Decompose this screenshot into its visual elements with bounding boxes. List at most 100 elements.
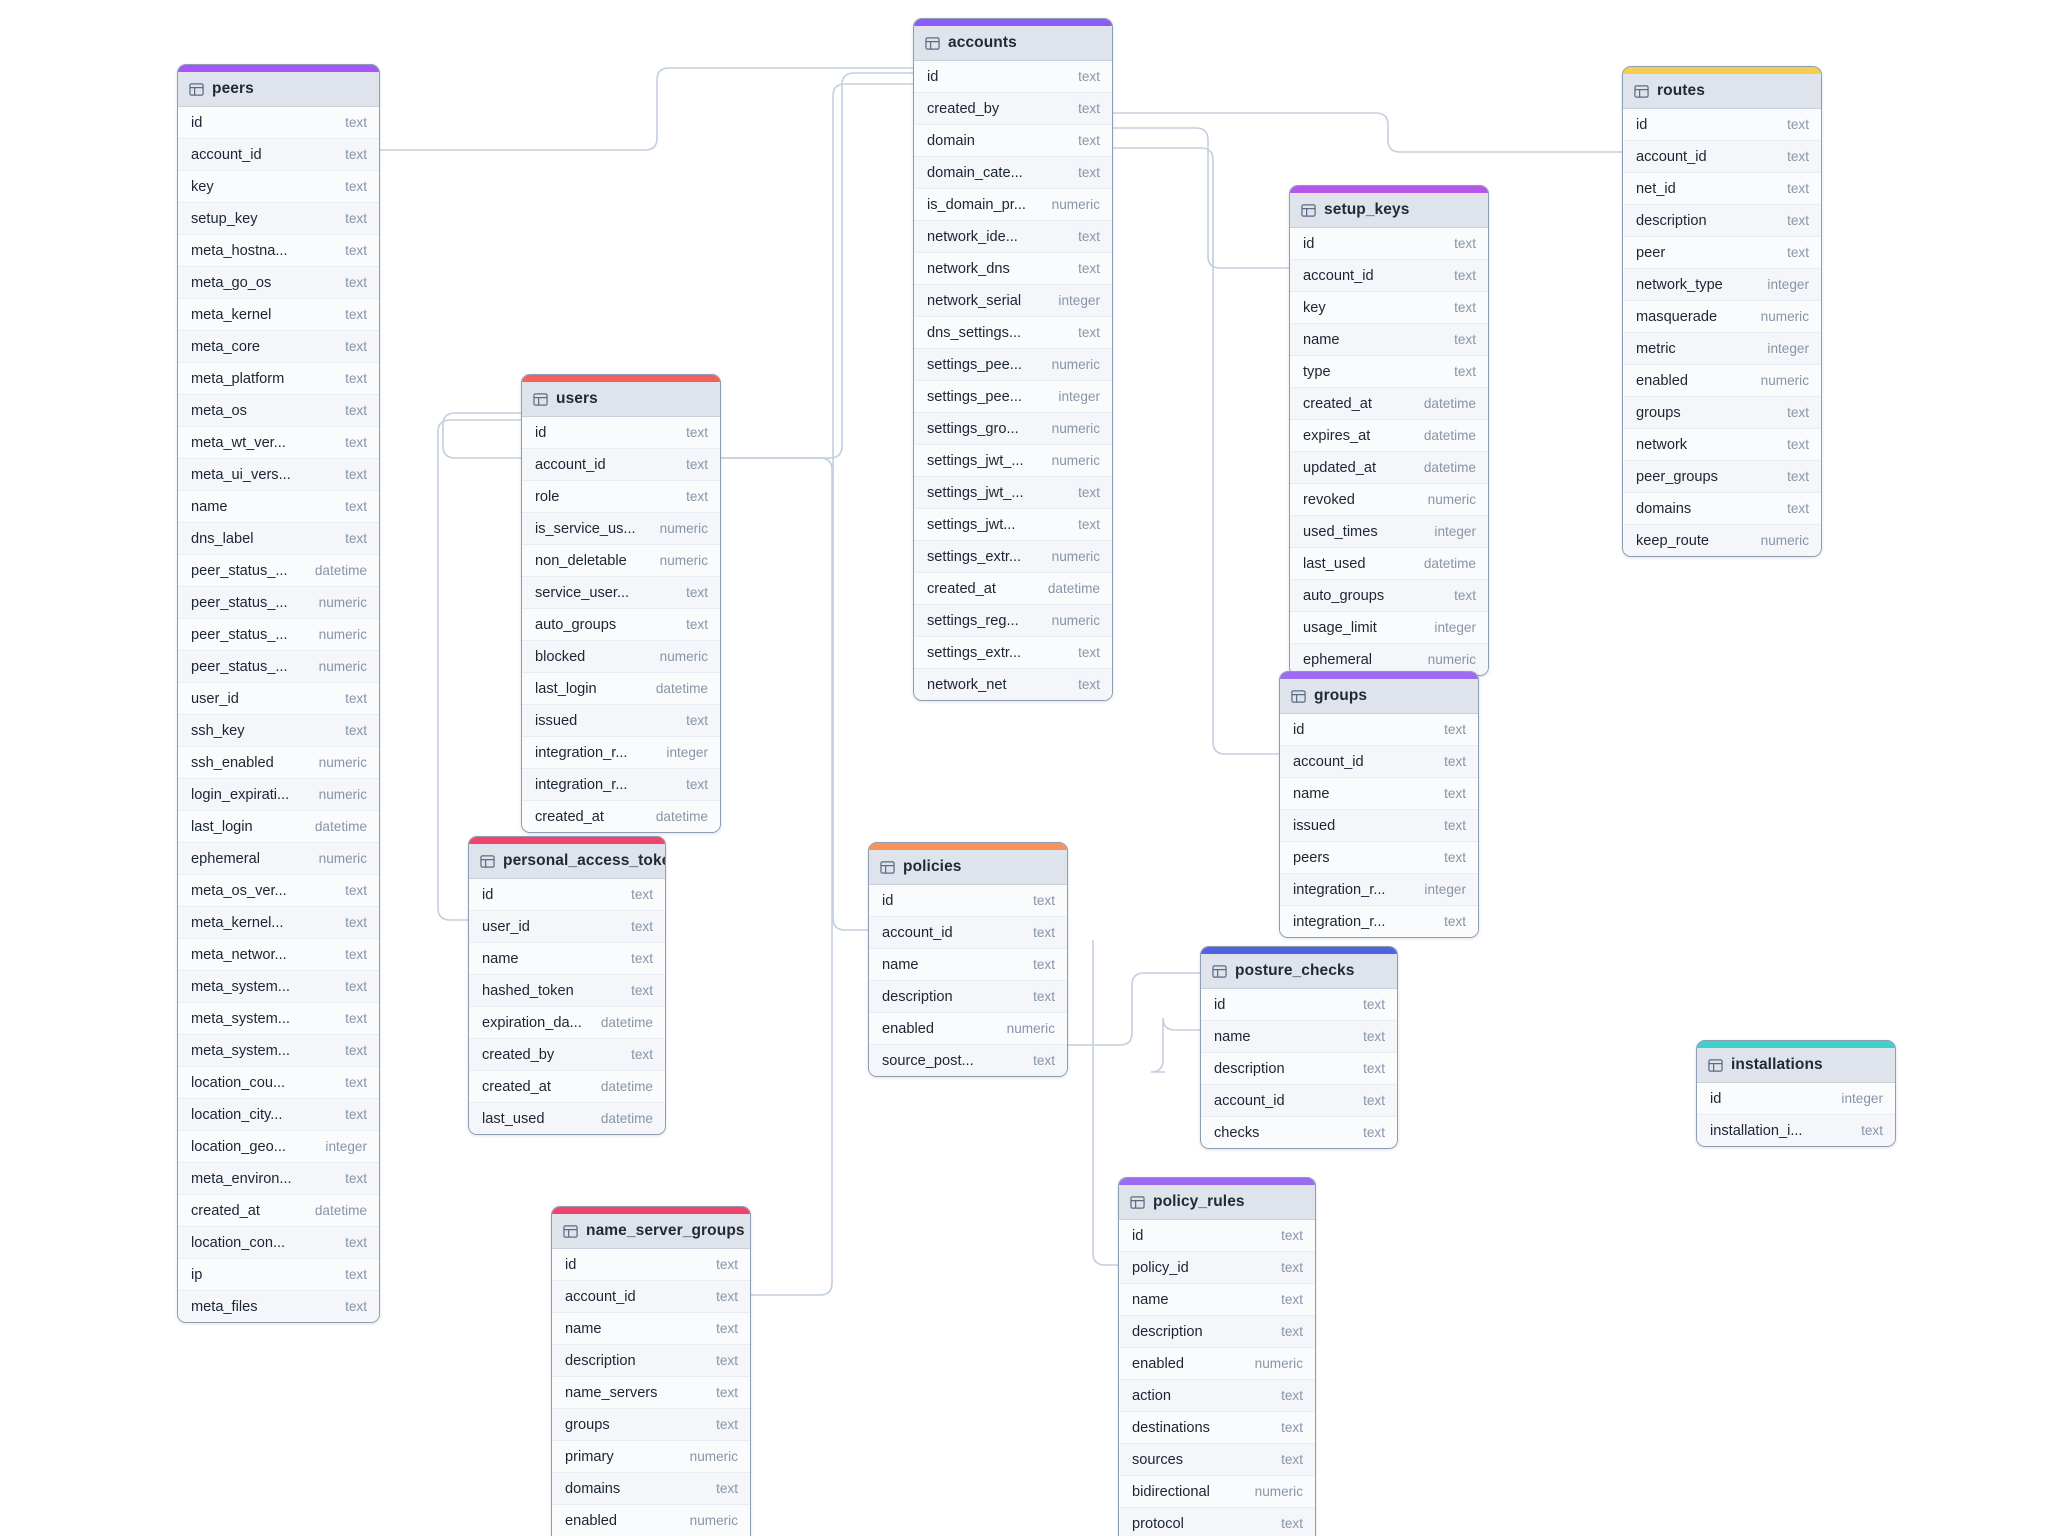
table-row[interactable]: peer_status_...numeric bbox=[178, 587, 379, 619]
table-header-setup_keys[interactable]: setup_keys bbox=[1290, 193, 1488, 228]
table-header-posture_checks[interactable]: posture_checks bbox=[1201, 954, 1397, 989]
table-row[interactable]: integration_r...text bbox=[1280, 906, 1478, 937]
table-header-policy_rules[interactable]: policy_rules bbox=[1119, 1185, 1315, 1220]
table-row[interactable]: is_domain_pr...numeric bbox=[914, 189, 1112, 221]
table-row[interactable]: meta_ui_vers...text bbox=[178, 459, 379, 491]
table-row[interactable]: settings_jwt...text bbox=[914, 509, 1112, 541]
table-header-accounts[interactable]: accounts bbox=[914, 26, 1112, 61]
table-row[interactable]: location_con...text bbox=[178, 1227, 379, 1259]
table-row[interactable]: meta_system...text bbox=[178, 971, 379, 1003]
table-row[interactable]: meta_networ...text bbox=[178, 939, 379, 971]
table-header-groups[interactable]: groups bbox=[1280, 679, 1478, 714]
table-row[interactable]: settings_pee...numeric bbox=[914, 349, 1112, 381]
table-row[interactable]: source_post...text bbox=[869, 1045, 1067, 1076]
table-row[interactable]: peer_status_...datetime bbox=[178, 555, 379, 587]
table-row[interactable]: meta_wt_ver...text bbox=[178, 427, 379, 459]
table-row[interactable]: is_service_us...numeric bbox=[522, 513, 720, 545]
table-row[interactable]: settings_extr...numeric bbox=[914, 541, 1112, 573]
table-row[interactable]: login_expirati...numeric bbox=[178, 779, 379, 811]
table-row[interactable]: network_ide...text bbox=[914, 221, 1112, 253]
table-row[interactable]: integration_r...integer bbox=[1280, 874, 1478, 906]
table-row[interactable]: integration_r...integer bbox=[522, 737, 720, 769]
table-header-name_server_groups[interactable]: name_server_groups bbox=[552, 1214, 750, 1249]
table-header-users[interactable]: users bbox=[522, 382, 720, 417]
table-row[interactable]: dns_settings...text bbox=[914, 317, 1112, 349]
table-header-routes[interactable]: routes bbox=[1623, 74, 1821, 109]
table-row[interactable]: meta_environ...text bbox=[178, 1163, 379, 1195]
table-row[interactable]: meta_os_ver...text bbox=[178, 875, 379, 907]
table-row[interactable]: installation_i...text bbox=[1697, 1115, 1895, 1146]
table-row[interactable]: location_city...text bbox=[178, 1099, 379, 1131]
table-row[interactable]: meta_system...text bbox=[178, 1003, 379, 1035]
table-header-personal_access_tokens[interactable]: personal_access_tokens bbox=[469, 844, 665, 879]
table-header-installations[interactable]: installations bbox=[1697, 1048, 1895, 1083]
